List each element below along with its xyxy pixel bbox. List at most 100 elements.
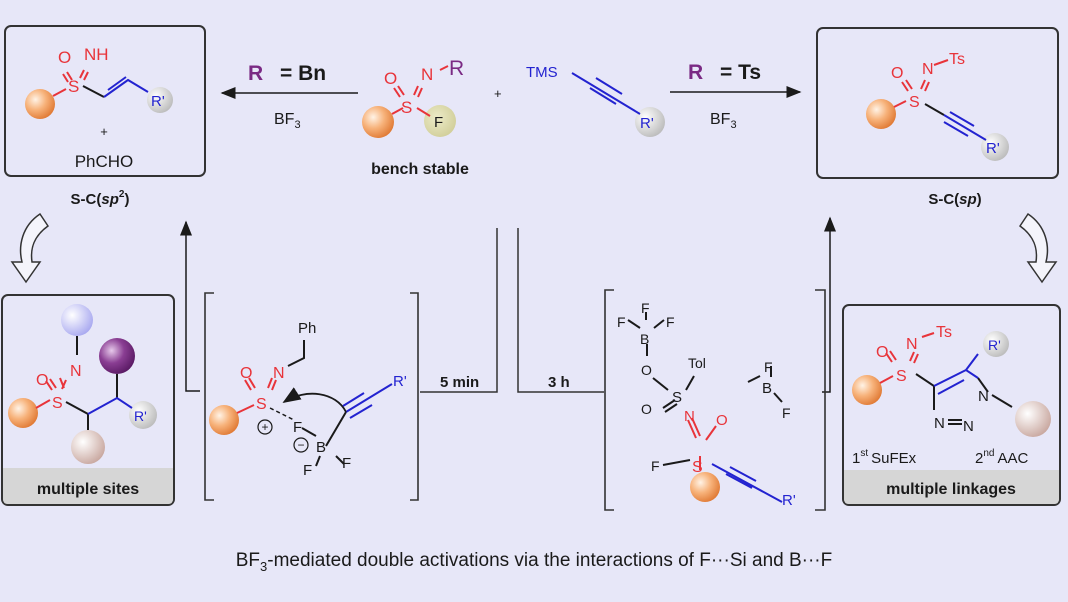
n-substituent-ball-icon — [61, 304, 93, 336]
atom-s: S — [68, 77, 79, 96]
r-prime-ball-icon — [981, 133, 1009, 161]
atom-o: O — [641, 362, 652, 378]
multiple-linkages-caption: multiple linkages — [886, 481, 1016, 498]
aryl-ball-icon — [852, 375, 882, 405]
brackets — [204, 292, 419, 501]
r-prime-label: R' — [151, 93, 165, 110]
atom-n: N — [421, 65, 433, 84]
aryl-ball-icon — [209, 405, 239, 435]
time-5min: 5 min — [440, 374, 479, 391]
atom-tol: Tol — [688, 355, 706, 371]
connector-3h — [517, 228, 604, 393]
atom-ts: Ts — [936, 324, 952, 341]
intermediate-ts: 3 h F F F B O Tol S O N O B F F F S R' — [548, 289, 826, 511]
aryl-ball-icon — [25, 89, 55, 119]
r-prime-label: R' — [393, 373, 407, 390]
tms-label: TMS — [526, 64, 558, 81]
atom-n: N — [934, 415, 945, 432]
minus-charge: − — [297, 438, 304, 452]
r-prime-ball-icon — [635, 107, 665, 137]
atom-n: N — [70, 363, 82, 380]
plus-sign: + — [494, 86, 502, 101]
atom-f: F — [617, 314, 626, 330]
connector-5min — [420, 228, 498, 393]
negative-charge-icon — [293, 437, 309, 453]
footer-caption: BF3-mediated double activations via the … — [236, 550, 833, 574]
atom-n: N — [684, 408, 695, 425]
atom-f: F — [666, 314, 675, 330]
atom-o: O — [876, 344, 888, 361]
multiple-sites-caption: multiple sites — [37, 481, 139, 498]
atom-n: N — [978, 388, 989, 405]
atom-r: R — [449, 57, 464, 80]
r-equals-bn: = Bn — [280, 62, 326, 85]
atom-n: N — [922, 61, 934, 78]
up-arrow-right — [822, 216, 836, 393]
atom-n: N — [273, 365, 285, 382]
plus-charge: + — [261, 420, 268, 434]
atom-s: S — [692, 459, 703, 476]
sulfonimidoyl-fluoride: O N R S F bench stable — [362, 57, 469, 178]
atom-f: F — [342, 455, 351, 472]
r-label: R — [688, 61, 703, 84]
atom-f: F — [764, 359, 773, 375]
atom-b: B — [762, 380, 772, 397]
tms-alkyne: TMS R' — [526, 64, 665, 137]
atom-ts: Ts — [949, 51, 965, 68]
atom-s: S — [672, 389, 682, 406]
atom-s: S — [401, 98, 412, 117]
aryl-ball-icon — [690, 472, 720, 502]
label-sp: S-C(sp) — [928, 191, 981, 208]
atom-o: O — [641, 401, 652, 417]
product-alkynyl-sulfoximine: O N Ts S R' — [816, 27, 1059, 179]
atom-s: S — [909, 94, 920, 111]
pink-substituent-ball-icon — [71, 430, 105, 464]
atom-f: F — [303, 462, 312, 479]
time-3h: 3 h — [548, 374, 570, 391]
atom-o: O — [240, 365, 252, 382]
aryl-ball-icon — [866, 99, 896, 129]
fluoride-highlight-icon — [424, 105, 456, 137]
bench-stable-caption: bench stable — [371, 161, 469, 178]
atom-f: F — [293, 419, 302, 436]
atom-n: N — [906, 336, 918, 353]
atom-s: S — [896, 368, 907, 385]
atom-b: B — [640, 331, 649, 347]
atom-s: S — [52, 395, 63, 412]
intermediate-bn: Ph O N S R' F B F F + − 5 min — [204, 292, 479, 501]
atom-o: O — [384, 69, 397, 88]
r-prime-label: R' — [134, 408, 147, 424]
brackets — [604, 289, 826, 511]
label-sp2: S-C(sp2) — [71, 189, 130, 208]
positive-charge-icon — [257, 419, 273, 435]
atom-o: O — [58, 48, 71, 67]
reagent-bf3: BF3 — [274, 111, 301, 131]
r-prime-label: R' — [986, 140, 1000, 157]
hollow-curved-arrow-right-icon — [1018, 212, 1058, 284]
pink-substituent-ball-icon — [1015, 401, 1051, 437]
atom-b: B — [316, 439, 326, 456]
atom-s: S — [256, 396, 267, 413]
r-equals-ts: = Ts — [720, 61, 761, 84]
atom-f: F — [782, 405, 791, 421]
multiple-sites-box: O N S R' multiple sites — [1, 294, 175, 506]
atom-nh: NH — [84, 45, 109, 64]
atom-f: F — [641, 300, 650, 316]
r-prime-label: R' — [988, 337, 1001, 353]
hollow-curved-arrow-left-icon — [10, 212, 50, 284]
byproduct-phcho: PhCHO — [75, 152, 134, 171]
atom-f: F — [434, 114, 443, 131]
reagent-bf3: BF3 — [710, 111, 737, 131]
atom-ph: Ph — [298, 320, 316, 337]
r-prime-ball-icon — [147, 87, 173, 113]
atom-o: O — [891, 65, 903, 82]
purple-substituent-ball-icon — [99, 338, 135, 374]
atom-n: N — [963, 418, 974, 435]
arrow-to-bn-product: R = Bn BF3 — [220, 62, 358, 131]
r-prime-ball-icon — [983, 331, 1009, 357]
arrow-to-ts-product: R = Ts BF3 — [670, 61, 802, 131]
